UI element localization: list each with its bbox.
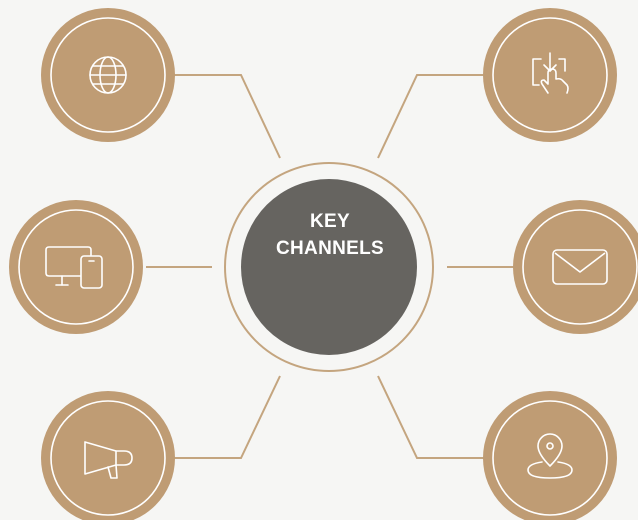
channel-node-location: [483, 391, 617, 520]
devices-icon: [45, 246, 103, 289]
download-hand-icon: [532, 52, 569, 94]
hub-label-line2: CHANNELS: [276, 238, 384, 259]
connector-globe: [174, 74, 281, 159]
connector-location: [377, 375, 484, 459]
connector-download: [377, 74, 484, 159]
megaphone-icon: [84, 441, 133, 479]
hub-label: KEY CHANNELS: [242, 208, 418, 262]
channel-node-email: [513, 200, 638, 334]
connectors: [146, 74, 514, 459]
connector-megaphone: [174, 375, 281, 459]
globe-icon: [89, 56, 127, 94]
channel-node-advertising: [41, 391, 175, 520]
channel-node-app: [483, 8, 617, 142]
channel-node-devices: [9, 200, 143, 334]
central-hub: [224, 162, 434, 372]
channel-node-web: [41, 8, 175, 142]
mail-icon: [552, 249, 608, 285]
hub-label-line1: KEY: [310, 211, 350, 232]
location-pin-icon: [527, 433, 573, 479]
